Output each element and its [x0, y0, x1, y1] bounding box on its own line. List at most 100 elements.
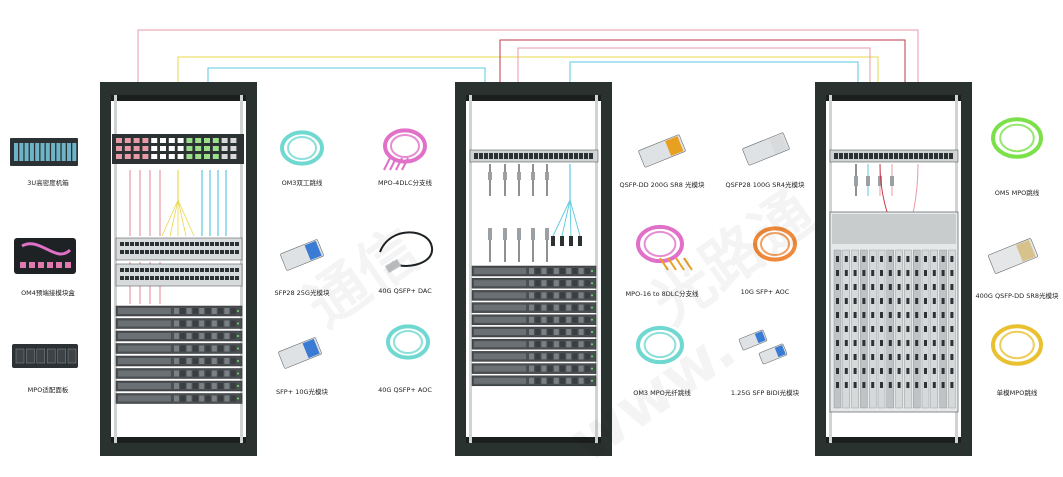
drive-slot — [535, 329, 541, 335]
caption-3u-chassis: 3U高密度机箱 — [27, 179, 69, 187]
switch-port — [160, 276, 164, 280]
switch-port — [205, 276, 209, 280]
caption-om3-duplex: OM3双工跳线 — [281, 179, 323, 187]
lc-connector — [569, 236, 573, 246]
card-port — [950, 368, 954, 374]
drive-slot — [547, 304, 553, 311]
switch-port — [869, 153, 873, 159]
switch-port — [534, 153, 538, 159]
switch-port — [130, 242, 134, 246]
card-port — [941, 284, 945, 290]
server-bay — [118, 370, 171, 377]
switch-port — [195, 268, 199, 272]
drive-slot — [205, 358, 211, 364]
switch-port — [150, 242, 154, 246]
switch-port — [514, 153, 518, 159]
panel-port — [116, 154, 122, 159]
patch-cable-branch — [169, 199, 179, 237]
chassis-port — [24, 143, 29, 161]
overhead-cable — [137, 29, 919, 95]
switch-port — [130, 268, 134, 272]
switch-port — [899, 153, 903, 159]
panel-port — [204, 154, 210, 159]
breakout-leg — [401, 157, 409, 171]
transceiver — [866, 176, 870, 186]
drive-slot — [541, 304, 547, 311]
power-led — [237, 322, 239, 325]
drive-slot — [572, 280, 578, 287]
cable-coil — [636, 325, 684, 365]
card-port — [906, 312, 910, 318]
panel-port — [212, 146, 219, 151]
drive-slot — [180, 320, 186, 327]
power-led — [591, 318, 593, 321]
panel-port — [168, 138, 175, 143]
drive-slot — [578, 341, 584, 348]
cable-coil — [991, 117, 1043, 159]
drive-slot — [218, 308, 224, 314]
switch-port — [220, 268, 224, 272]
card-port — [915, 312, 919, 318]
switch-port — [120, 268, 124, 272]
drive-slot — [218, 333, 224, 339]
caption-mpo16-8dlc: MPO-16 to 8DLC分支线 — [625, 290, 699, 298]
panel-port — [133, 146, 140, 151]
panel-port — [195, 138, 202, 143]
card-port — [906, 284, 910, 290]
panel-port — [36, 348, 46, 364]
card-port — [950, 382, 954, 388]
switch-port — [170, 250, 174, 254]
card-port — [888, 354, 892, 360]
drive-slot — [560, 292, 565, 299]
rack-rail-top — [826, 95, 961, 101]
power-led — [237, 335, 239, 337]
switch-port — [150, 250, 154, 254]
panel-port — [195, 146, 202, 151]
drive-slot — [180, 333, 186, 339]
power-led — [237, 360, 239, 362]
drive-slot — [211, 358, 217, 364]
breakout-leg — [659, 257, 669, 271]
drive-slot — [553, 292, 559, 299]
card-port — [924, 340, 927, 346]
panel-port — [124, 154, 131, 159]
rack-rail-top — [111, 95, 246, 101]
caption-mpo-4dlc: MPO-4DLC分支线 — [378, 179, 432, 187]
card-port — [888, 326, 892, 332]
switch-port — [235, 242, 239, 246]
panel-port — [151, 146, 158, 151]
switch-port — [170, 242, 174, 246]
switch-port — [539, 153, 543, 159]
switch-port — [205, 242, 209, 246]
switch-port — [859, 153, 863, 159]
panel-port — [142, 154, 149, 159]
thumb-10g-aoc — [753, 226, 797, 262]
card-port — [932, 340, 936, 346]
switch-port — [569, 153, 573, 159]
switch-port — [854, 153, 858, 159]
drive-slot — [205, 370, 211, 377]
card-port — [853, 326, 857, 332]
switch-port — [879, 153, 883, 159]
switch-port — [210, 268, 214, 272]
cassette-port — [20, 262, 26, 268]
server-unit — [471, 351, 597, 362]
switch-port — [140, 242, 144, 246]
card-port — [941, 368, 945, 374]
switch-port — [205, 268, 209, 272]
drive-slot — [566, 280, 572, 287]
drive-slot — [173, 333, 179, 339]
card-port — [862, 312, 866, 318]
module-tag — [754, 330, 766, 344]
spine-switch — [469, 149, 599, 163]
lc-connector — [551, 236, 555, 246]
switch-port — [210, 250, 214, 254]
drive-slot — [547, 341, 553, 348]
rack-post-left — [114, 95, 117, 443]
switch-port — [175, 242, 179, 246]
cable-coil-inner — [643, 230, 677, 258]
panel-port — [186, 138, 193, 143]
drive-slot — [180, 370, 186, 377]
drive-slot — [584, 268, 590, 274]
patch-cable-branch — [177, 199, 195, 237]
